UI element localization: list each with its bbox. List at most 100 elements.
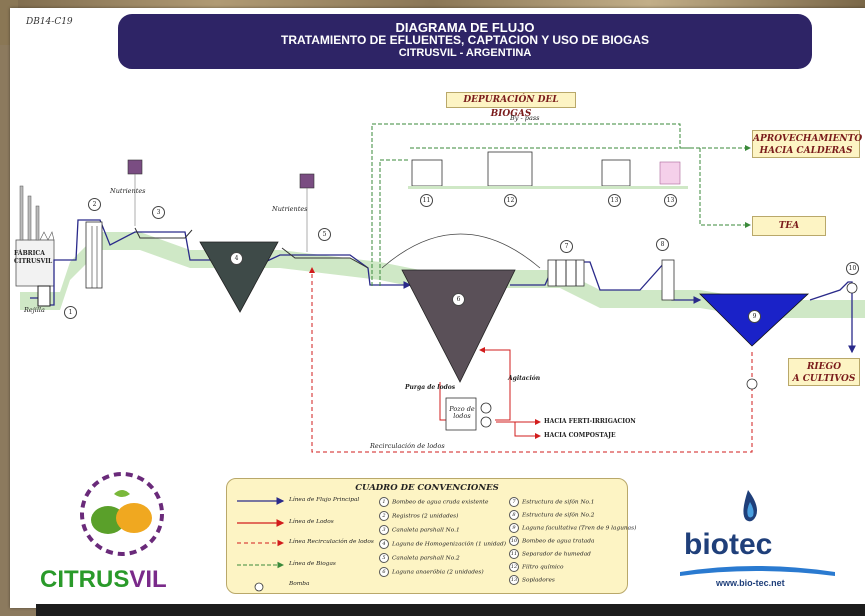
boilers-line-2: HACIA CALDERAS (759, 146, 853, 156)
parshall-flume-2 (281, 247, 369, 269)
biogas-purification-box: DEPURACIÓN DEL BIOGAS (446, 92, 576, 119)
recirculation-pump (746, 378, 758, 390)
factory-label: FÁBRICA CITRUSVIL (14, 250, 52, 266)
registers-2 (85, 221, 103, 289)
sludge-pump-2 (480, 416, 492, 428)
node-2: 2 (88, 198, 101, 211)
agitation-line (479, 347, 511, 421)
node-10: 10 (846, 262, 859, 275)
node-12: 12 (504, 194, 517, 207)
siphon-structure-2 (661, 259, 675, 301)
legend-line-sludge: Línea de Lodos (289, 519, 334, 525)
bypass-label: By - pass (510, 114, 540, 122)
legend-item-8-text: Estructura de sifón No.2 (522, 512, 595, 519)
node-1: 1 (64, 306, 77, 319)
legend-item-3-text: Canaleta parshall No.1 (392, 527, 460, 534)
agitation-label: Agitación (508, 375, 541, 382)
legend-title: CUADRO DE CONVENCIONES (355, 483, 499, 493)
moisture-separator-2 (601, 159, 631, 187)
title-line-2: TRATAMIENTO DE EFLUENTES, CAPTACION Y US… (280, 33, 650, 47)
legend-line-main-flow: Línea de Flujo Principal (289, 497, 360, 503)
legend-item-13-num: 13 (509, 575, 519, 585)
legend-item-13-text: Sopladores (522, 577, 555, 584)
legend-item-4-text: Laguna de Homogenización (1 unidad) (392, 541, 506, 548)
legend-item-6-text: Laguna anaeróbia (2 unidades) (392, 569, 484, 576)
biotec-url: www.bio-tec.net (716, 578, 785, 588)
grid-label: Rejilla (24, 306, 45, 314)
main-flow-line-2 (264, 254, 412, 289)
legend-item-10-num: 10 (509, 536, 519, 546)
biogas-line-flare (699, 148, 751, 228)
main-flow-line-4 (809, 281, 856, 354)
nutrients-label-2: Nutrientes (272, 205, 308, 213)
pump-well-1 (37, 285, 51, 307)
node-5: 5 (318, 228, 331, 241)
biogas-line-bypass (371, 123, 751, 286)
legend-item-12-text: Filtro químico (522, 564, 564, 571)
composting-line (514, 422, 541, 439)
boilers-line-1: APROVECHAMIENTO (753, 134, 863, 144)
factory-building (15, 185, 55, 287)
sludge-well-label: Pozo de lodos (449, 406, 475, 420)
citrusvil-logo-part-2: VIL (129, 566, 167, 593)
legend-item-1-num: 1 (379, 497, 389, 507)
legend-line-recirculation: Línea Recirculación de lodos (289, 539, 374, 545)
legend-item-2-text: Registros (2 unidades) (392, 513, 459, 520)
boilers-box: APROVECHAMIENTO HACIA CALDERAS (752, 130, 863, 158)
moisture-separator-1 (411, 159, 443, 187)
bottom-dark-band (36, 604, 865, 616)
legend-item-12-num: 12 (509, 562, 519, 572)
node-9: 9 (748, 310, 761, 323)
title-line-3: CITRUSVIL - ARGENTINA (398, 47, 532, 59)
parshall-flume-1 (134, 227, 193, 239)
legend-item-7-num: 7 (509, 497, 519, 507)
sludge-recirculation-line (309, 267, 753, 453)
node-11: 11 (420, 194, 433, 207)
biotec-logo-graphic (680, 490, 835, 576)
irrigation-line-1: RIEGO (806, 362, 842, 372)
legend-line-biogas: Línea de Biogas (289, 561, 336, 567)
treated-water-pump (846, 282, 858, 294)
legend-item-9-num: 9 (509, 523, 519, 533)
legend-item-8-num: 8 (509, 510, 519, 520)
title-banner: DIAGRAMA DE FLUJO TRATAMIENTO DE EFLUENT… (118, 14, 812, 69)
node-8: 8 (656, 238, 669, 251)
blowers (659, 161, 681, 185)
anaerobic-lagoon-cover (381, 233, 541, 269)
factory-label-line-1: FÁBRICA (14, 250, 45, 257)
irrigation-line-2: A CULTIVOS (792, 374, 856, 384)
sludge-well-label-line-1: Pozo de (449, 405, 475, 413)
node-13a: 13 (608, 194, 621, 207)
homogenization-lagoon (199, 241, 279, 313)
legend-item-5-text: Canaleta parshall No.2 (392, 555, 460, 562)
legend-item-9-text: Laguna facultativa (Tren de 9 lagunas) (522, 525, 637, 532)
irrigation-box: RIEGO A CULTIVOS (788, 358, 860, 386)
biogas-line-main (379, 159, 410, 286)
legend-item-6-num: 6 (379, 567, 389, 577)
legend-line-samples (237, 497, 285, 592)
legend-item-2-num: 2 (379, 511, 389, 521)
flare-box: TEA (752, 216, 826, 236)
ferti-irrigation-label: HACIA FERTI-IRRIGACION (544, 418, 636, 425)
factory-label-line-2: CITRUSVIL (14, 258, 53, 265)
sludge-purge-label: Purga de lodos (405, 384, 456, 391)
document-code: DB14-C19 (26, 17, 73, 27)
legend-item-11-num: 11 (509, 549, 519, 559)
composting-label: HACIA COMPOSTAJE (544, 432, 616, 439)
legend-panel: CUADRO DE CONVENCIONES Línea de Flujo Pr… (226, 478, 636, 594)
sludge-recirculation-label: Recirculación de lodos (370, 442, 445, 450)
node-7: 7 (560, 240, 573, 253)
citrusvil-logo-part-1: CITRUS (40, 566, 130, 593)
